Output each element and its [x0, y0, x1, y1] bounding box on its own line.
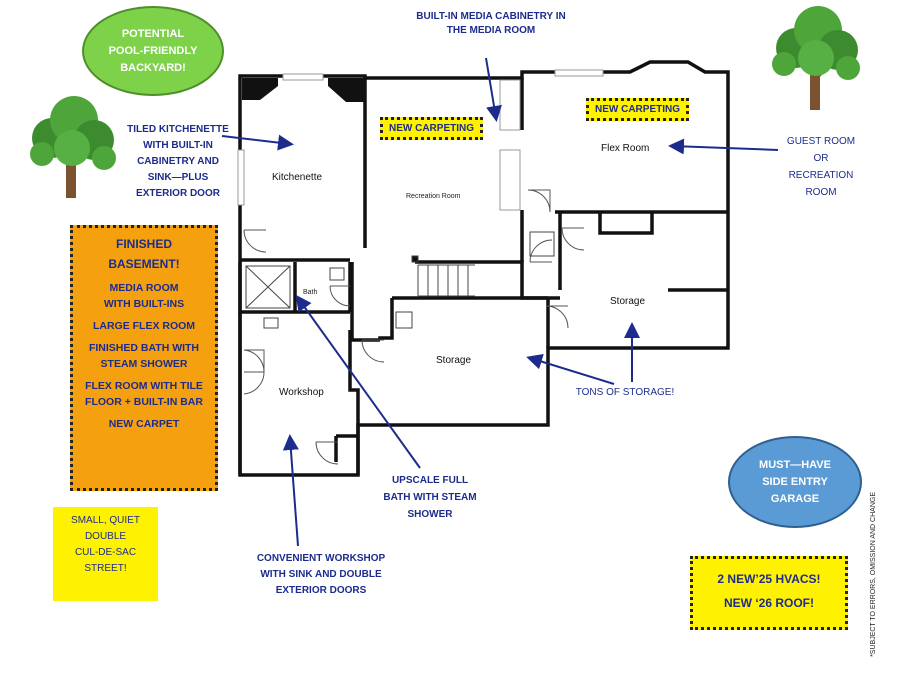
feature-item: NEW CARPET	[108, 418, 180, 430]
bath-callout: UPSCALE FULL BATH WITH STEAM SHOWER	[383, 475, 477, 520]
tree-icon-right	[772, 6, 860, 110]
street-callout: SMALL, QUIET DOUBLE CUL-DE-SAC STREET!	[53, 507, 158, 601]
arrow-kitchenette	[221, 134, 294, 151]
kitchenette-callout: TILED KITCHENETTE WITH BUILT-IN CABINETR…	[127, 124, 229, 199]
room-label-storage-center: Storage	[436, 355, 472, 366]
disclaimer: *SUBJECT TO ERRORS, OMISSION AND CHANGE	[870, 492, 877, 657]
arrow-bath	[295, 294, 421, 469]
arrow-guest-room	[668, 138, 779, 155]
room-label-kitchenette: Kitchenette	[272, 172, 323, 183]
room-label-recreation: Recreation Room	[406, 193, 461, 200]
carpet-badge-flex: NEW CARPETING	[586, 98, 689, 121]
feature-item: MEDIA ROOM WITH BUILT-INS	[103, 282, 185, 310]
arrow-media-cabinetry	[485, 57, 502, 122]
carpet-badge-recreation: NEW CARPETING	[380, 117, 483, 140]
room-label-workshop: Workshop	[279, 387, 324, 398]
tree-icon-left	[30, 96, 116, 198]
guest-room-callout: GUEST ROOM OR RECREATION ROOM	[786, 136, 856, 198]
room-label-flex: Flex Room	[601, 143, 650, 154]
pool-callout: POTENTIAL POOL-FRIENDLY BACKYARD!	[82, 6, 224, 96]
arrow-storage-center	[526, 353, 615, 385]
finished-basement-features: FINISHED BASEMENT! MEDIA ROOM WITH BUILT…	[70, 225, 218, 491]
arrow-workshop	[282, 434, 299, 547]
feature-item: LARGE FLEX ROOM	[92, 320, 196, 332]
feature-item: FLEX ROOM WITH TILE FLOOR + BUILT-IN BAR	[85, 380, 203, 408]
workshop-callout: CONVENIENT WORKSHOP WITH SINK AND DOUBLE…	[256, 553, 386, 596]
media-cabinetry-callout: BUILT-IN MEDIA CABINETRY IN THE MEDIA RO…	[416, 11, 566, 36]
room-label-storage-right: Storage	[610, 296, 646, 307]
hvac-roof-callout: 2 NEW’25 HVACS! NEW ‘26 ROOF!	[690, 556, 848, 630]
room-label-bath: Bath	[303, 289, 318, 296]
feature-item: FINISHED BATH WITH STEAM SHOWER	[88, 342, 200, 370]
storage-callout: TONS OF STORAGE!	[575, 387, 675, 398]
garage-callout: MUST—HAVE SIDE ENTRY GARAGE	[728, 436, 862, 528]
